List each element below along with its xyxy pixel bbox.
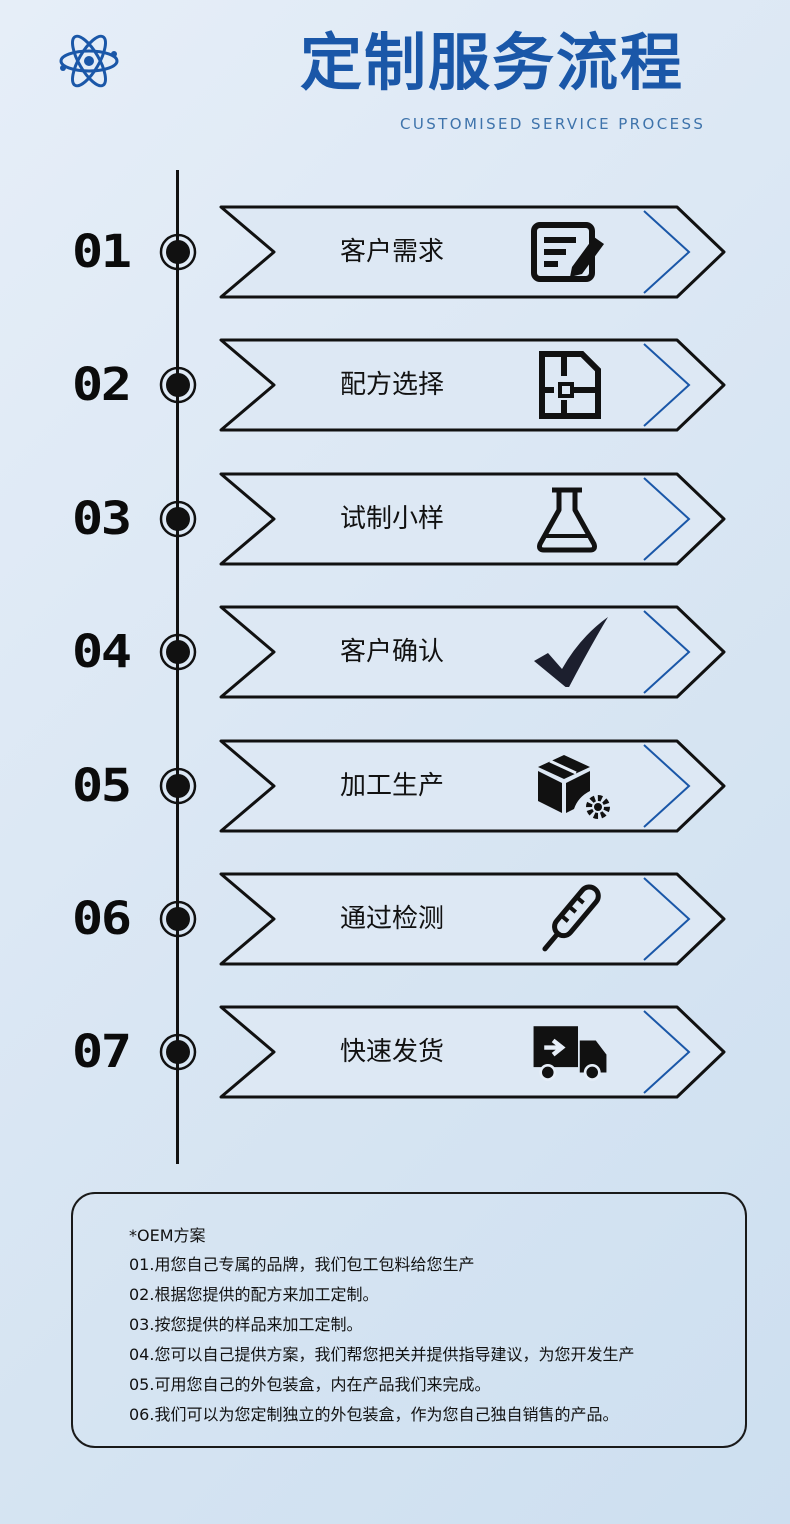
step-arrow-banner (219, 872, 726, 966)
list-item: 06.我们可以为您定制独立的外包装盒，作为您自己独自销售的产品。 (129, 1405, 619, 1424)
step-arrow-banner (219, 605, 726, 699)
box-gear-icon (538, 755, 610, 819)
step-7: 07 快速发货 (0, 1005, 790, 1099)
timeline-dot-icon (159, 633, 197, 671)
step-4: 04 客户确认 (0, 605, 790, 699)
step-2: 02 配方选择 (0, 338, 790, 432)
list-item: 04.您可以自己提供方案，我们帮您把关并提供指导建议，为您开发生产 (129, 1345, 635, 1364)
step-5: 05 加工生产 (0, 739, 790, 833)
page-title: 定制服务流程 (300, 26, 685, 99)
step-1: 01 客户需求 (0, 205, 790, 299)
timeline-dot-icon (159, 233, 197, 271)
page-subtitle: CUSTOMISED SERVICE PROCESS (400, 115, 706, 133)
timeline-dot-icon (159, 767, 197, 805)
step-label: 试制小样 (340, 504, 445, 534)
step-number: 04 (72, 625, 132, 678)
step-label: 加工生产 (340, 771, 445, 801)
list-item: 01.用您自己专属的品牌，我们包工包料给您生产 (129, 1255, 475, 1274)
step-arrow-banner (219, 338, 726, 432)
step-number: 03 (72, 492, 132, 545)
flask-icon (537, 487, 597, 553)
timeline-dot-icon (159, 900, 197, 938)
thermometer-icon (542, 884, 601, 952)
timeline-dot-icon (159, 1033, 197, 1071)
oem-notes-box: *OEM方案 01.用您自己专属的品牌，我们包工包料给您生产 02.根据您提供的… (71, 1192, 747, 1448)
step-arrow-banner (219, 205, 726, 299)
step-label: 配方选择 (340, 370, 445, 400)
step-6: 06 通过检测 (0, 872, 790, 966)
step-label: 客户确认 (340, 637, 445, 667)
step-arrow-banner (219, 1005, 726, 1099)
timeline-dot-icon (159, 366, 197, 404)
list-item: 02.根据您提供的配方来加工定制。 (129, 1285, 379, 1304)
step-number: 05 (72, 759, 132, 812)
step-number: 06 (72, 892, 132, 945)
step-arrow-banner (219, 472, 726, 566)
step-label: 快速发货 (340, 1037, 445, 1067)
notes-title: *OEM方案 (129, 1226, 206, 1245)
floor-plan-icon (539, 351, 601, 419)
step-number: 07 (72, 1025, 132, 1078)
list-item: 03.按您提供的样品来加工定制。 (129, 1315, 363, 1334)
checkmark-icon (534, 617, 608, 687)
notes-list: 01.用您自己专属的品牌，我们包工包料给您生产 02.根据您提供的配方来加工定制… (129, 1250, 634, 1430)
step-label: 通过检测 (340, 904, 445, 934)
step-label: 客户需求 (340, 237, 445, 267)
delivery-truck-icon (533, 1026, 607, 1081)
form-edit-icon (531, 222, 604, 282)
timeline-dot-icon (159, 500, 197, 538)
step-3: 03 试制小样 (0, 472, 790, 566)
step-number: 02 (72, 358, 132, 411)
atom-icon (59, 34, 119, 88)
timeline-line (176, 170, 179, 1164)
step-arrow-banner (219, 739, 726, 833)
step-number: 01 (72, 225, 132, 278)
list-item: 05.可用您自己的外包装盒，内在产品我们来完成。 (129, 1375, 491, 1394)
